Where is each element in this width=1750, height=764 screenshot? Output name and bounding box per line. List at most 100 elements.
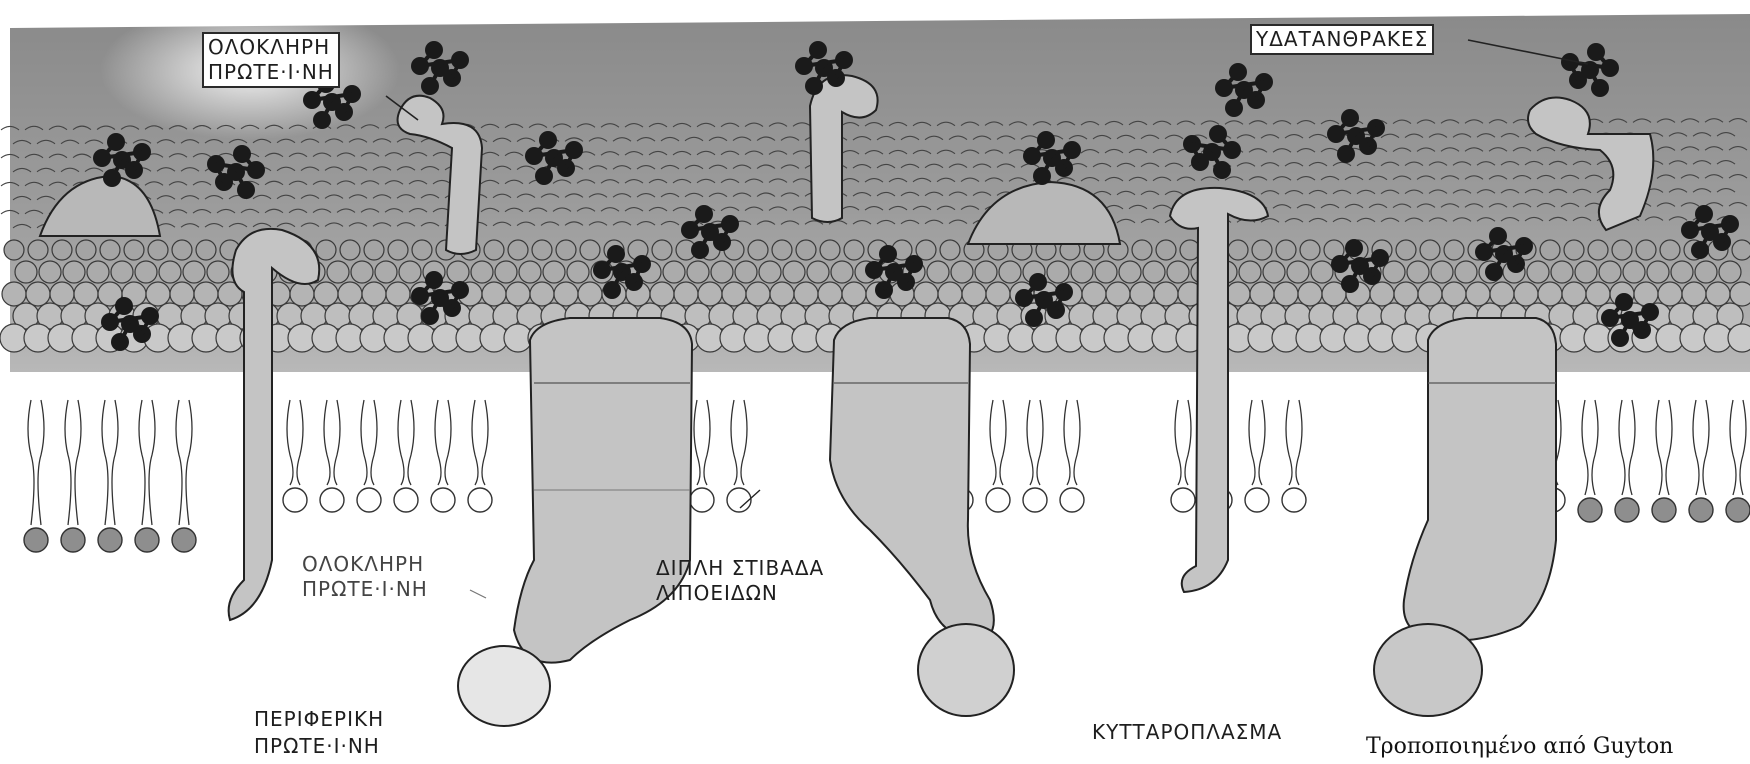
lipid-tail: [176, 400, 182, 525]
outer-lipid-head: [172, 240, 192, 260]
inner-lipid-head: [1245, 488, 1269, 512]
inner-lipid-head: [1023, 488, 1047, 512]
lipid-tail: [1666, 400, 1672, 495]
outer-lipid-head: [135, 261, 157, 283]
outer-lipid-head: [1047, 261, 1069, 283]
inner-lipid-head: [1652, 498, 1676, 522]
outer-lipid-head: [759, 261, 781, 283]
carbohydrate-unit: [1489, 227, 1507, 245]
outer-lipid-head: [74, 282, 98, 306]
lipid-tail: [435, 400, 441, 485]
carbohydrate-unit: [1029, 273, 1047, 291]
outer-lipid-head: [1239, 261, 1261, 283]
outer-lipid-head: [194, 282, 218, 306]
carbohydrates-label: ΥΔΑΤΑΝΘΡΑΚΕΣ: [1250, 24, 1434, 55]
outer-lipid-head: [796, 240, 816, 260]
outer-lipid-head: [1228, 240, 1248, 260]
outer-lipid-head: [1466, 282, 1490, 306]
inner-lipid-head: [1060, 488, 1084, 512]
outer-lipid-head: [1706, 282, 1730, 306]
inner-lipid-head: [1578, 498, 1602, 522]
outer-lipid-head: [362, 282, 386, 306]
outer-lipid-head: [975, 261, 997, 283]
outer-lipid-head: [1599, 261, 1621, 283]
lipid-tail: [287, 400, 293, 485]
lipid-tail: [1656, 400, 1662, 495]
outer-lipid-head: [1562, 282, 1586, 306]
outer-lipid-head: [1658, 282, 1682, 306]
outer-lipid-head: [1370, 282, 1394, 306]
carbohydrate-unit: [1587, 43, 1605, 61]
outer-lipid-head: [87, 261, 109, 283]
outer-lipid-head: [1143, 261, 1165, 283]
outer-lipid-head: [290, 282, 314, 306]
outer-lipid-head: [63, 261, 85, 283]
outer-lipid-head: [554, 282, 578, 306]
outer-lipid-head: [1298, 282, 1322, 306]
outer-lipid-head: [1490, 282, 1514, 306]
outer-lipid-head: [364, 240, 384, 260]
lipid-tail: [297, 400, 303, 485]
outer-lipid-head: [1732, 240, 1750, 260]
inner-lipid-head: [98, 528, 122, 552]
carbohydrate-unit: [607, 245, 625, 263]
outer-lipid-head: [351, 261, 373, 283]
inner-lipid-head: [357, 488, 381, 512]
lipid-tail: [1693, 400, 1699, 495]
lipid-tail: [990, 400, 996, 485]
outer-lipid-head: [196, 240, 216, 260]
lipid-tail: [1064, 400, 1070, 485]
outer-lipid-head: [170, 282, 194, 306]
lipid-tail: [1000, 400, 1006, 485]
carbohydrate-unit: [879, 245, 897, 263]
outer-lipid-head: [15, 261, 37, 283]
lipid-tail: [149, 400, 155, 525]
outer-lipid-head: [1418, 282, 1442, 306]
outer-lipid-head: [820, 240, 840, 260]
cytoplasm-label: ΚΥΤΤΑΡΟΠΛΑΣΜΑ: [1092, 720, 1282, 745]
outer-lipid-head: [914, 282, 938, 306]
outer-lipid-head: [844, 240, 864, 260]
outer-lipid-head: [772, 240, 792, 260]
outer-lipid-head: [338, 282, 362, 306]
lipid-tail: [482, 400, 488, 485]
outer-lipid-head: [1276, 240, 1296, 260]
lipid-tail: [186, 400, 192, 525]
inner-lipid-head: [431, 488, 455, 512]
lipid-tail: [112, 400, 118, 525]
carbohydrate-unit: [233, 145, 251, 163]
lipid-tail: [445, 400, 451, 485]
outer-lipid-head: [1730, 282, 1750, 306]
outer-lipid-head: [1444, 240, 1464, 260]
outer-lipid-head: [1612, 240, 1632, 260]
outer-lipid-head: [1671, 261, 1693, 283]
outer-lipid-head: [735, 261, 757, 283]
outer-lipid-head: [1719, 261, 1741, 283]
carbohydrate-unit: [1209, 125, 1227, 143]
lipid-tail: [1037, 400, 1043, 485]
outer-lipid-head: [567, 261, 589, 283]
outer-lipid-head: [111, 261, 133, 283]
integral-protein-block-2: [830, 318, 994, 640]
outer-lipid-head: [1647, 261, 1669, 283]
outer-lipid-head: [1623, 261, 1645, 283]
outer-lipid-head: [1156, 240, 1176, 260]
carbohydrate-unit: [539, 131, 557, 149]
outer-lipid-head: [698, 282, 722, 306]
outer-lipid-head: [1226, 282, 1250, 306]
inner-lipid-head: [468, 488, 492, 512]
lipid-tail: [694, 400, 700, 485]
outer-lipid-head: [412, 240, 432, 260]
lipid-tail: [102, 400, 108, 525]
outer-lipid-head: [2, 282, 26, 306]
source-credit: Τροποποιημένο από Guyton: [1366, 734, 1673, 759]
outer-lipid-head: [722, 282, 746, 306]
inner-lipid-head: [1171, 488, 1195, 512]
carbohydrate-unit: [1695, 205, 1713, 223]
inner-lipid-head: [135, 528, 159, 552]
outer-lipid-head: [999, 261, 1021, 283]
inner-lipid-head: [394, 488, 418, 512]
inner-lipid-head: [986, 488, 1010, 512]
inner-lipid-head: [172, 528, 196, 552]
outer-lipid-head: [831, 261, 853, 283]
